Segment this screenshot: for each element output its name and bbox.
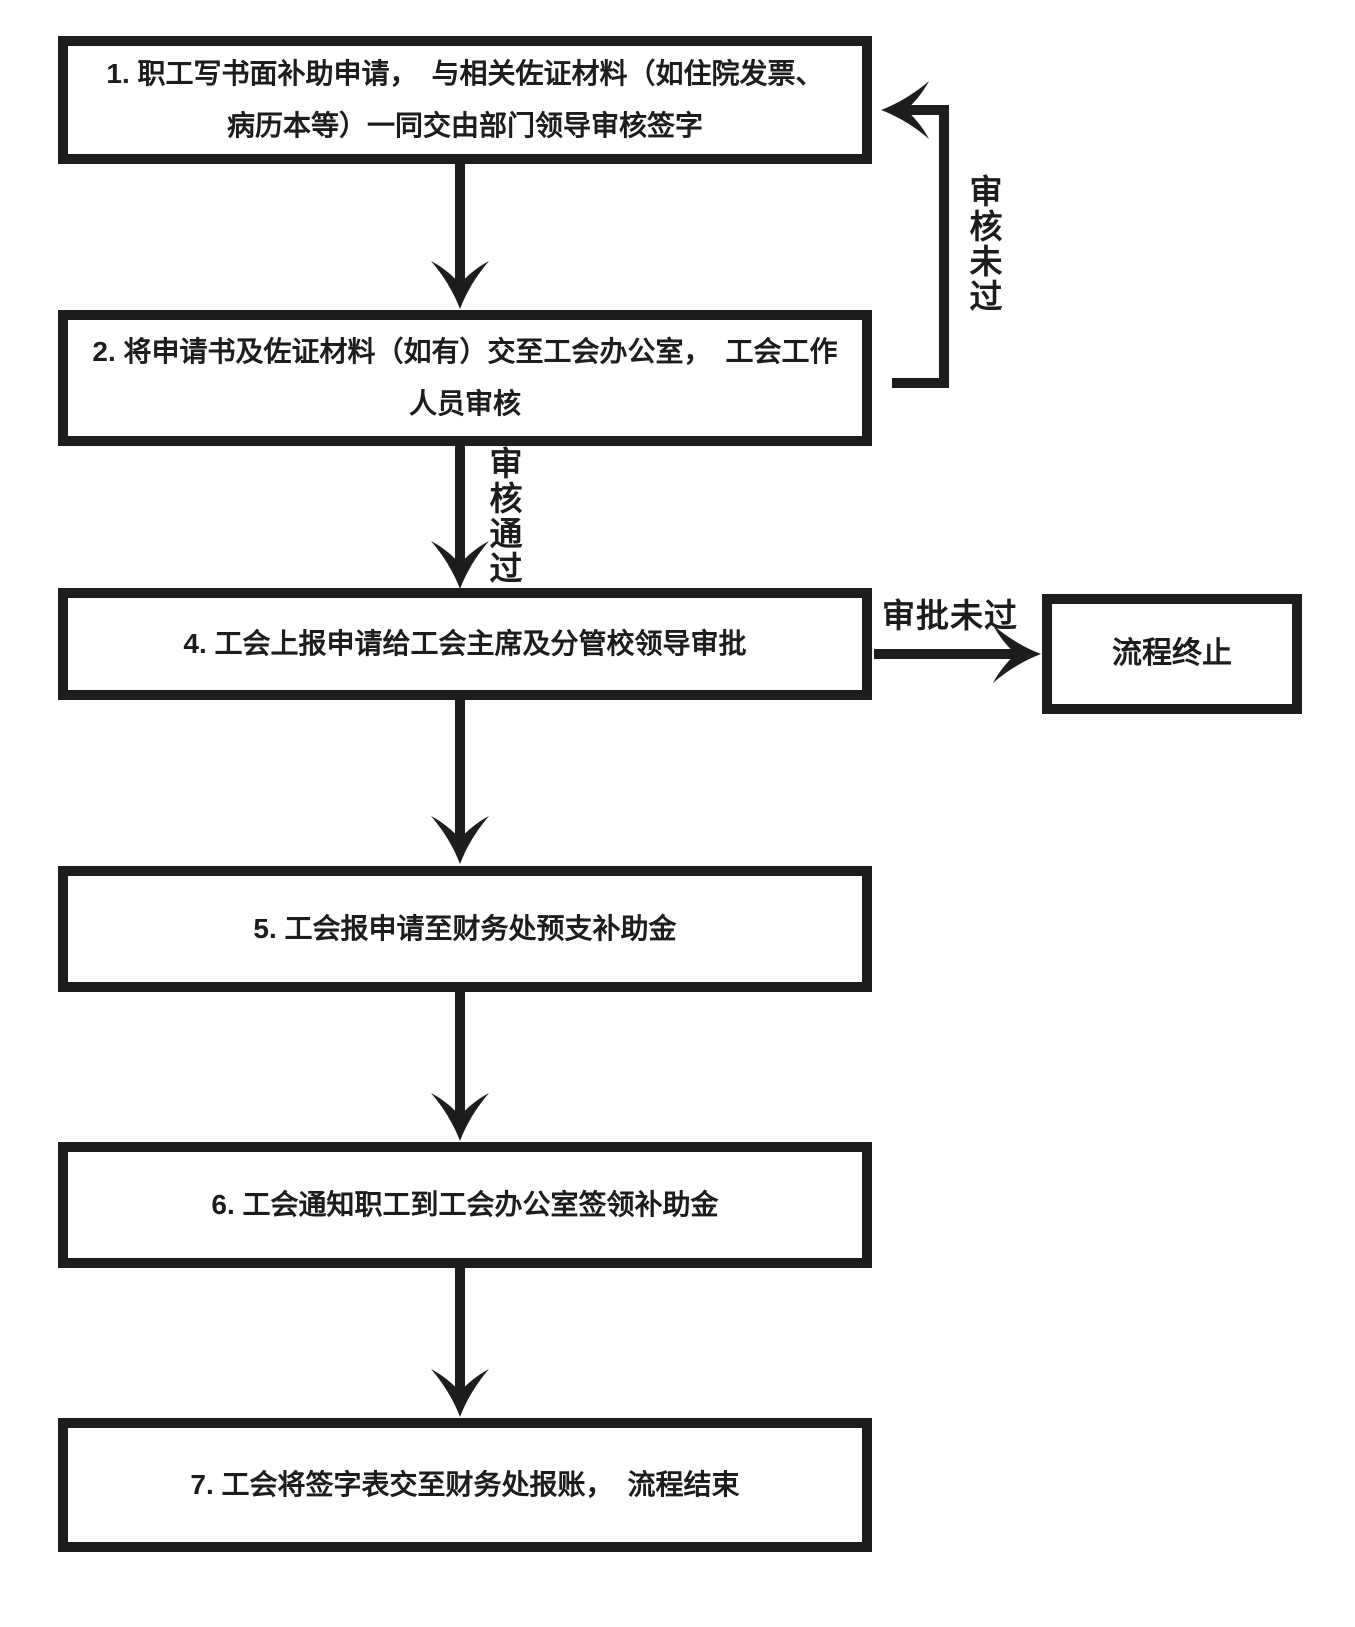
edge-label-approval-failed: 审批未过 xyxy=(882,597,1018,634)
flow-node-step7: 7. 工会将签字表交至财务处报账， 流程结束 xyxy=(58,1418,872,1552)
flow-node-step6: 6. 工会通知职工到工会办公室签领补助金 xyxy=(58,1142,872,1268)
edge-label-review-failed: 审核未过 xyxy=(965,174,1002,314)
arrow-step5-to-step6 xyxy=(431,992,489,1141)
arrow-step1-to-step2 xyxy=(431,164,489,309)
arrow-step2-to-step4 xyxy=(431,446,489,589)
edge-label-review-passed: 审核通过 xyxy=(485,446,522,586)
arrow-step4-to-step5 xyxy=(431,700,489,864)
arrow-step4-to-terminate xyxy=(874,625,1041,683)
arrow-feedback-review-failed xyxy=(881,81,949,388)
flow-node-step5: 5. 工会报申请至财务处预支补助金 xyxy=(58,866,872,992)
flow-node-step2: 2. 将申请书及佐证材料（如有）交至工会办公室， 工会工作 人员审核 xyxy=(58,310,872,446)
flow-node-step1: 1. 职工写书面补助申请， 与相关佐证材料（如住院发票、 病历本等）一同交由部门… xyxy=(58,36,872,164)
arrow-step6-to-step7 xyxy=(431,1268,489,1417)
flow-node-step4: 4. 工会上报申请给工会主席及分管校领导审批 xyxy=(58,588,872,700)
flow-node-terminate: 流程终止 xyxy=(1042,594,1302,714)
